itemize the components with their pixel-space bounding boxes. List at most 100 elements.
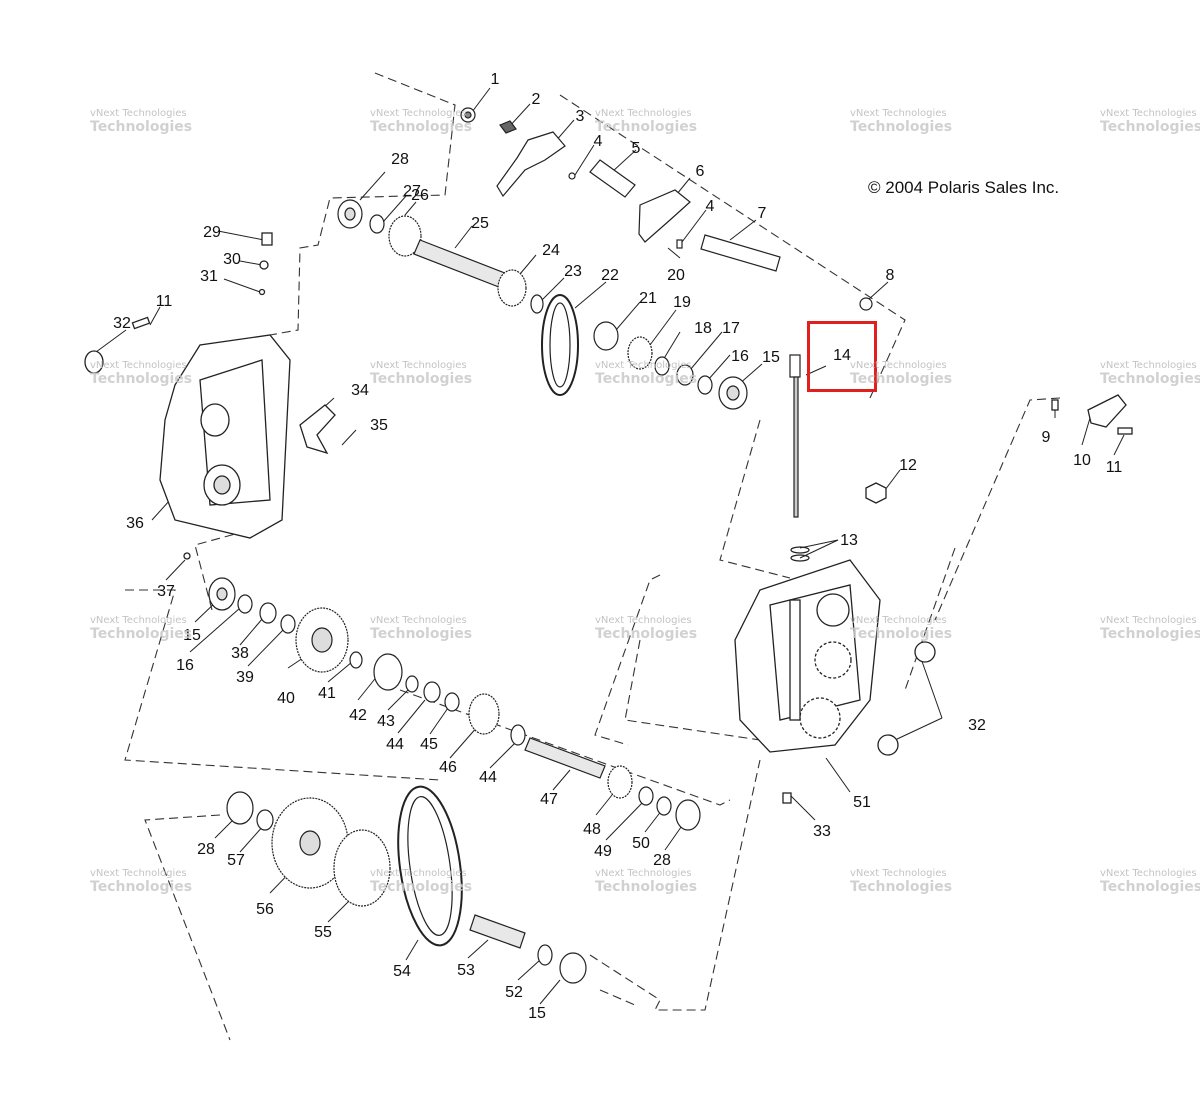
- callout-label: 37: [157, 583, 175, 600]
- part-17-washer: [676, 364, 694, 386]
- part-14-dipstick: [789, 354, 810, 562]
- part-11b-bolt: [1117, 427, 1133, 435]
- callout-label: 23: [564, 263, 582, 280]
- part-5-sleeve: [589, 159, 636, 198]
- part-33-plug: [782, 792, 792, 804]
- callout-label: 15: [528, 1005, 546, 1022]
- part-10-plate: [1087, 394, 1127, 428]
- callout-label: 28: [653, 852, 671, 869]
- callout-label: 45: [420, 736, 438, 753]
- callout-label: 29: [203, 224, 221, 241]
- callout-label: 12: [899, 457, 917, 474]
- callout-label: 6: [696, 163, 705, 180]
- copyright-notice: © 2004 Polaris Sales Inc.: [868, 178, 1060, 197]
- part-42-sprocket: [373, 653, 403, 691]
- callout-label: 14: [833, 347, 851, 364]
- callout-label: 48: [583, 821, 601, 838]
- callout-label: 31: [200, 268, 218, 285]
- leader-lines: [95, 87, 1125, 1005]
- callout-label: 10: [1073, 452, 1091, 469]
- part-21-sprocket: [593, 321, 619, 351]
- part-38-washer: [259, 602, 277, 624]
- part-24-gear: [497, 269, 527, 307]
- callout-label: 3: [576, 108, 585, 125]
- part-53-shaft: [469, 914, 526, 949]
- callout-label: 51: [853, 794, 871, 811]
- part-44-washer: [423, 681, 441, 703]
- callout-label: 32: [113, 315, 131, 332]
- callout-label: 15: [183, 627, 201, 644]
- callout-label: 15: [762, 349, 780, 366]
- part-55-gear: [333, 829, 391, 907]
- part-37-pin: [183, 552, 191, 560]
- callout-label: 18: [694, 320, 712, 337]
- callout-label: 50: [632, 835, 650, 852]
- callout-label: 11: [156, 293, 173, 310]
- callout-label: 47: [540, 791, 558, 808]
- part-7-shaft: [700, 234, 781, 272]
- gear-shaft-row: [337, 199, 748, 410]
- part-3-shift-fork: [496, 131, 566, 198]
- part-31-ball: [258, 288, 266, 296]
- callout-label: 13: [840, 532, 858, 549]
- part-25-shaft: [413, 239, 511, 290]
- callout-label: 22: [601, 267, 619, 284]
- callout-label: 33: [813, 823, 831, 840]
- part-15c-bearing: [559, 952, 587, 984]
- part-39-washer: [280, 614, 296, 634]
- shift-parts-top: [460, 107, 873, 311]
- part-30-spring: [259, 260, 269, 270]
- callout-label: 4: [706, 198, 715, 215]
- callout-label: 19: [673, 294, 691, 311]
- callout-label: 17: [722, 320, 740, 337]
- part-54-chain: [397, 785, 463, 947]
- part-8-nut: [859, 297, 873, 311]
- bottom-gear-train: [226, 785, 587, 984]
- callout-label: 44: [479, 769, 497, 786]
- callout-label: 25: [471, 215, 489, 232]
- callout-label: 41: [318, 685, 336, 702]
- part-27-washer: [369, 214, 385, 234]
- callout-label: 11: [1106, 459, 1123, 476]
- callout-label: 28: [197, 841, 215, 858]
- part-43-washer: [405, 675, 419, 693]
- callout-label: 26: [411, 187, 429, 204]
- callout-label: 9: [1042, 429, 1051, 446]
- assembly-outline-lines: [124, 72, 1061, 1041]
- part-26-gear: [388, 215, 422, 257]
- part-34-bracket: [299, 404, 336, 455]
- callout-label: 46: [439, 759, 457, 776]
- callout-label: 20: [667, 267, 685, 284]
- callout-label: 4: [594, 133, 603, 150]
- part-57-washer: [256, 809, 274, 831]
- callout-label: 24: [542, 242, 560, 259]
- callout-label: 57: [227, 852, 245, 869]
- part-4b-pin: [676, 239, 683, 249]
- part-36-left-cover: [84, 232, 336, 560]
- part-49-washer: [638, 786, 654, 806]
- callout-label: 27: [403, 183, 421, 200]
- part-18-washer: [654, 356, 670, 376]
- part-2-clip: [499, 120, 517, 134]
- callout-label: 1: [491, 71, 500, 88]
- callout-label: 8: [886, 267, 895, 284]
- callout-label: 54: [393, 963, 411, 980]
- part-45-washer: [444, 692, 460, 712]
- part-48-gear: [607, 765, 633, 799]
- part-46-gear: [468, 693, 500, 735]
- part-23-ring: [530, 294, 544, 314]
- callout-label: 21: [639, 290, 657, 307]
- part-16b-ring: [237, 594, 253, 614]
- part-28c-bearing: [226, 791, 254, 825]
- callout-label: 42: [349, 707, 367, 724]
- callout-label: 28: [391, 151, 409, 168]
- callout-label: 53: [457, 962, 475, 979]
- callout-label: 7: [758, 205, 767, 222]
- callout-label: 43: [377, 713, 395, 730]
- part-4-pin: [568, 172, 576, 180]
- callout-label: 52: [505, 984, 523, 1001]
- callout-label: 2: [532, 91, 541, 108]
- part-29-plug: [261, 232, 273, 246]
